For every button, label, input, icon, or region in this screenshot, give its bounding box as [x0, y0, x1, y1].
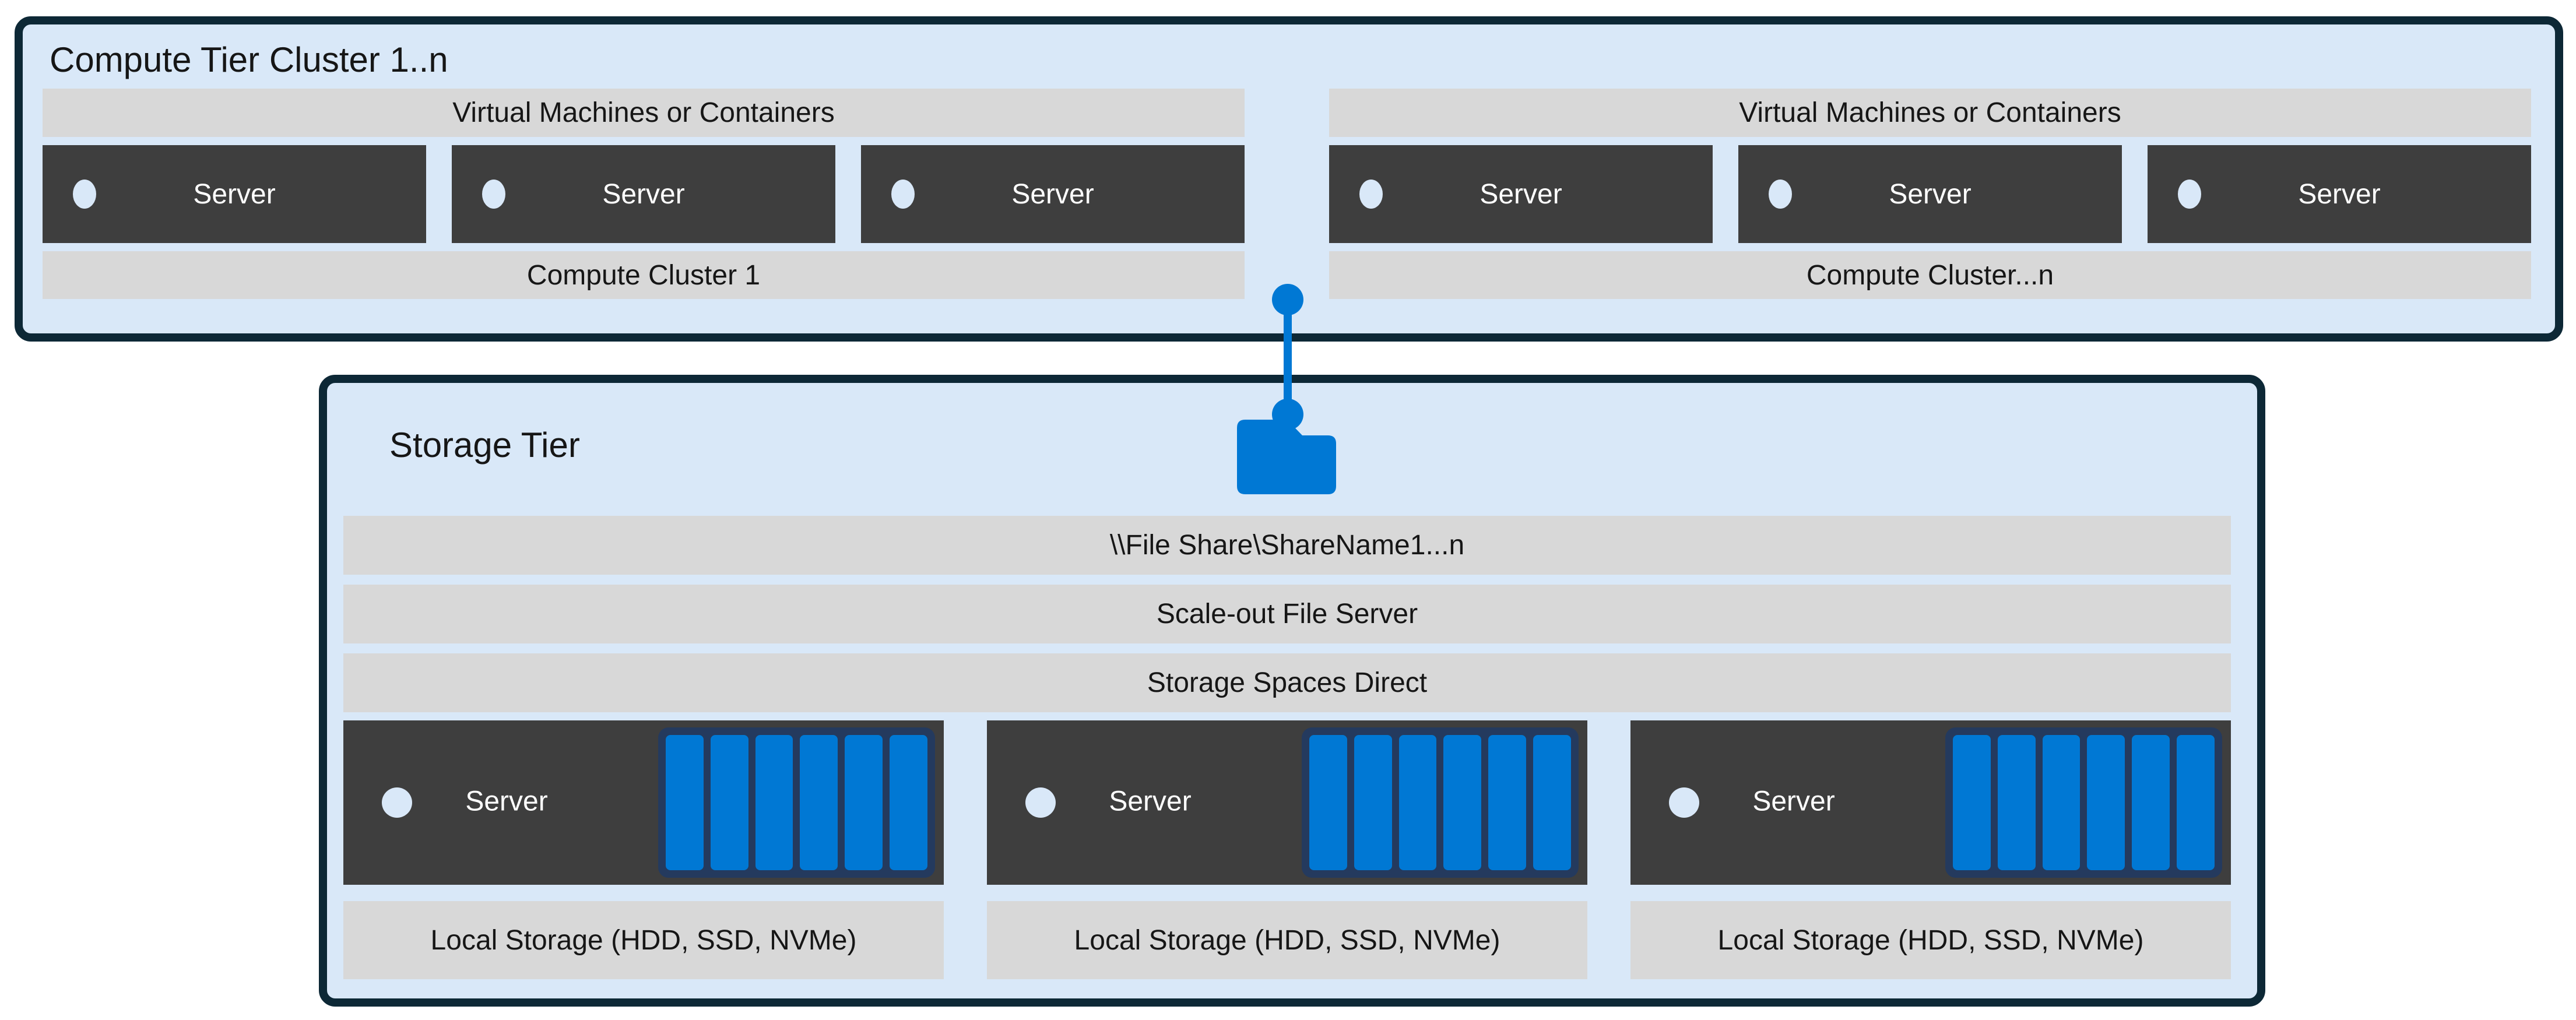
compute-tier-title: Compute Tier Cluster 1..n — [50, 40, 448, 79]
disk-icon — [1953, 735, 1991, 870]
server-indicator-icon — [482, 180, 505, 209]
compute-tier-box: Compute Tier Cluster 1..n Virtual Machin… — [15, 16, 2563, 342]
connector-endpoint-top-icon — [1272, 284, 1303, 315]
disk-array-icon — [1302, 727, 1579, 878]
storage-tier-title: Storage Tier — [389, 425, 580, 465]
server-label: Server — [1479, 178, 1562, 210]
disk-icon — [1354, 735, 1392, 870]
disk-icon — [666, 735, 704, 870]
folder-icon — [1237, 420, 1336, 494]
server-label: Server — [1011, 178, 1094, 210]
server-indicator-icon — [891, 180, 915, 209]
vm-containers-bar: Virtual Machines or Containers — [43, 89, 1245, 137]
local-storage-bar: Local Storage (HDD, SSD, NVMe) — [343, 901, 944, 979]
disk-icon — [890, 735, 927, 870]
disk-icon — [1533, 735, 1571, 870]
server-row: Server Server Server — [1329, 145, 2531, 243]
compute-cluster-label-bar: Compute Cluster...n — [1329, 251, 2531, 299]
compute-cluster-group-n: Virtual Machines or Containers Server Se… — [1329, 89, 2531, 299]
server-label: Server — [602, 178, 685, 210]
server-box: Server — [2148, 145, 2531, 243]
server-label: Server — [193, 178, 276, 210]
tier-connector-line — [1284, 300, 1292, 415]
disk-icon — [845, 735, 883, 870]
server-label: Server — [2298, 178, 2381, 210]
server-box: Server — [1329, 145, 1713, 243]
scale-out-file-server-bar: Scale-out File Server — [343, 585, 2231, 643]
local-storage-row: Local Storage (HDD, SSD, NVMe) Local Sto… — [343, 901, 2231, 979]
server-indicator-icon — [1769, 180, 1792, 209]
server-row: Server Server Server — [43, 145, 1245, 243]
server-label: Server — [465, 786, 548, 817]
storage-server-box: Server — [343, 720, 944, 885]
server-indicator-icon — [2178, 180, 2201, 209]
disk-icon — [2087, 735, 2125, 870]
storage-server-box: Server — [1630, 720, 2231, 885]
storage-server-row: Server Server — [343, 720, 2231, 885]
server-label: Server — [1752, 786, 1835, 817]
disk-icon — [2132, 735, 2170, 870]
file-share-bar: \\File Share\ShareName1...n — [343, 516, 2231, 575]
disk-icon — [1488, 735, 1527, 870]
server-indicator-icon — [1359, 180, 1383, 209]
disk-icon — [1398, 735, 1437, 870]
disk-array-icon — [658, 727, 935, 878]
server-box: Server — [43, 145, 426, 243]
storage-spaces-direct-bar: Storage Spaces Direct — [343, 653, 2231, 712]
compute-cluster-group-1: Virtual Machines or Containers Server Se… — [43, 89, 1245, 299]
disk-icon — [710, 735, 748, 870]
disk-icon — [2177, 735, 2215, 870]
server-box: Server — [861, 145, 1245, 243]
disk-icon — [2042, 735, 2081, 870]
local-storage-bar: Local Storage (HDD, SSD, NVMe) — [987, 901, 1587, 979]
disk-icon — [755, 735, 793, 870]
server-indicator-icon — [1025, 787, 1056, 818]
storage-server-box: Server — [987, 720, 1587, 885]
vm-containers-bar: Virtual Machines or Containers — [1329, 89, 2531, 137]
compute-cluster-label-bar: Compute Cluster 1 — [43, 251, 1245, 299]
local-storage-bar: Local Storage (HDD, SSD, NVMe) — [1630, 901, 2231, 979]
server-label: Server — [1889, 178, 1971, 210]
disk-icon — [1997, 735, 2036, 870]
disk-icon — [1443, 735, 1482, 870]
connector-endpoint-bottom-icon — [1272, 399, 1303, 430]
server-box: Server — [1738, 145, 2122, 243]
server-indicator-icon — [382, 787, 412, 818]
server-box: Server — [452, 145, 835, 243]
server-indicator-icon — [73, 180, 96, 209]
server-indicator-icon — [1669, 787, 1699, 818]
disk-array-icon — [1945, 727, 2222, 878]
disk-icon — [1309, 735, 1347, 870]
disk-icon — [800, 735, 838, 870]
storage-tier-box: Storage Tier \\File Share\ShareName1...n… — [319, 375, 2265, 1007]
server-label: Server — [1109, 786, 1192, 817]
